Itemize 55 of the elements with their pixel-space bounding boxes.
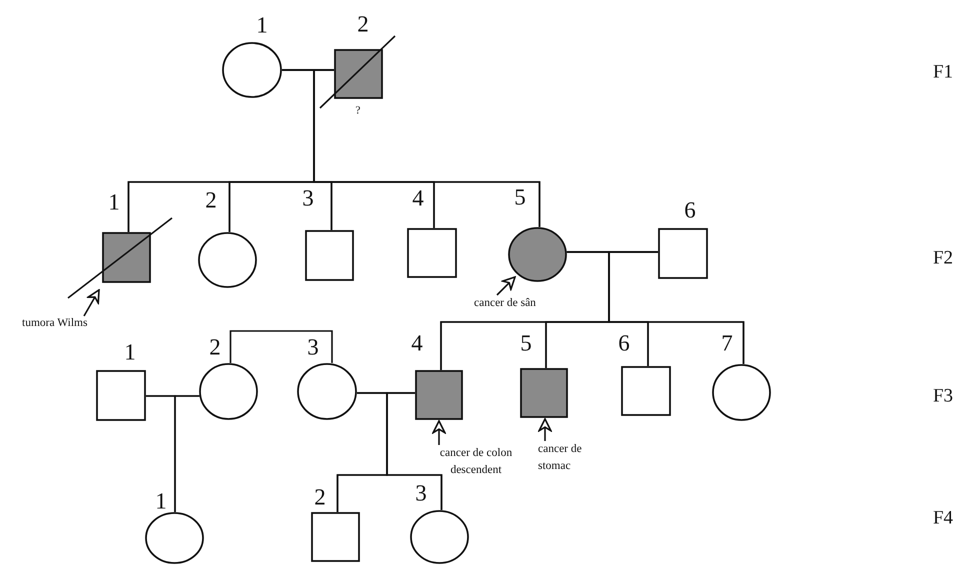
individual-number: 1 — [256, 14, 268, 36]
female-symbol — [410, 510, 469, 564]
leader-arrow — [83, 289, 100, 316]
individual-number: 3 — [415, 482, 427, 504]
leader-arrow — [538, 418, 552, 441]
male-symbol — [658, 228, 708, 279]
individual-number: 3 — [302, 186, 314, 210]
female-symbol — [222, 42, 282, 98]
individual-number: 5 — [514, 186, 526, 208]
male-symbol — [311, 512, 360, 562]
generation-label: F3 — [932, 386, 954, 406]
pedigree-line — [386, 392, 442, 510]
individual-number: 3 — [307, 336, 319, 358]
individual-number: 4 — [411, 332, 423, 354]
individual-number: 1 — [124, 340, 136, 364]
individual-number: 2 — [314, 486, 326, 508]
individual-number: 4 — [412, 186, 424, 210]
individual-number: 5 — [520, 332, 532, 354]
affected-female-symbol — [508, 227, 567, 282]
unknown-mark: ? — [356, 106, 360, 116]
leader-arrow — [496, 276, 516, 296]
individual-number: 2 — [357, 12, 369, 36]
pedigree-line — [356, 392, 415, 394]
individual-number: 1 — [108, 190, 120, 214]
female-symbol — [199, 363, 258, 420]
affected-male-symbol — [334, 49, 383, 99]
individual-number: 6 — [618, 332, 630, 354]
generation-label: F2 — [932, 248, 954, 268]
male-symbol — [407, 228, 457, 278]
diagnosis-label: cancer de sân — [474, 297, 536, 309]
male-symbol — [305, 230, 354, 281]
female-symbol — [145, 512, 204, 564]
individual-number: 7 — [721, 332, 733, 354]
leader-arrow — [432, 420, 446, 445]
male-symbol — [96, 370, 146, 421]
pedigree-line — [230, 330, 333, 363]
female-symbol — [198, 232, 257, 288]
individual-number: 2 — [209, 336, 221, 358]
diagnosis-label: cancer de stomac — [538, 443, 582, 472]
generation-label: F1 — [932, 62, 954, 82]
female-symbol — [712, 364, 771, 421]
male-symbol — [621, 366, 671, 416]
generation-label: F4 — [932, 508, 954, 528]
pedigree-line — [146, 395, 200, 397]
pedigree-line — [608, 251, 744, 364]
affected-male-symbol — [102, 232, 151, 283]
individual-number: 1 — [155, 490, 167, 512]
individual-number: 2 — [205, 188, 217, 212]
affected-male-symbol — [415, 370, 463, 420]
diagnosis-label: tumora Wilms — [22, 317, 88, 329]
individual-number: 6 — [684, 198, 696, 222]
female-symbol — [297, 363, 357, 420]
affected-male-symbol — [520, 368, 568, 418]
pedigree-line — [566, 251, 658, 253]
diagnosis-label: cancer de colon descendent — [440, 447, 512, 476]
